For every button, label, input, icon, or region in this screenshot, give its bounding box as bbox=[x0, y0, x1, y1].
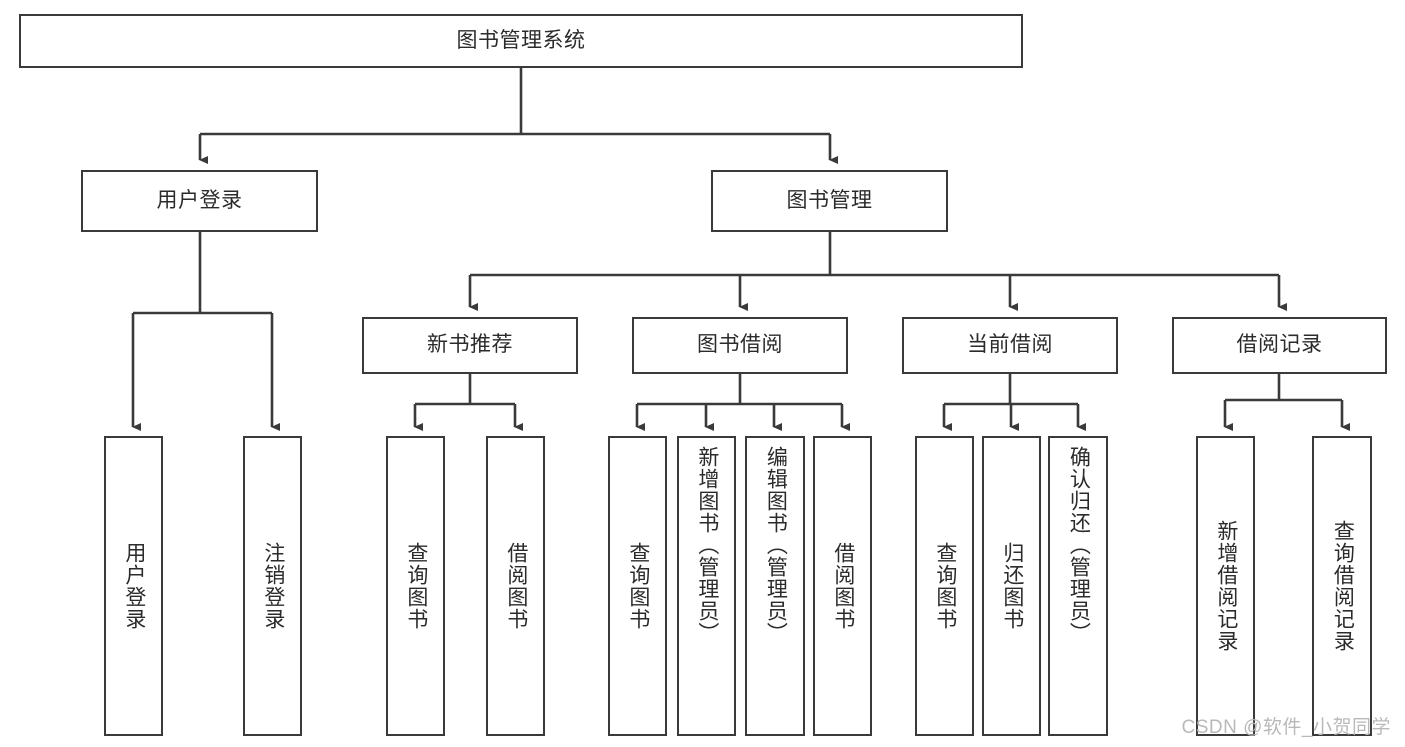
leaf-return-book[interactable]: 归还图书 bbox=[982, 436, 1041, 736]
leaf-query-book-borrow-label: 查询图书 bbox=[626, 542, 650, 630]
leaf-edit-book-admin-label: 编辑图书（管理员） bbox=[764, 446, 788, 644]
leaf-query-borrow-record[interactable]: 查询借阅记录 bbox=[1312, 436, 1372, 736]
leaf-query-book-new[interactable]: 查询图书 bbox=[386, 436, 445, 736]
leaf-return-book-label: 归还图书 bbox=[1000, 542, 1024, 630]
leaf-query-book-new-label: 查询图书 bbox=[404, 542, 428, 630]
node-new-book-recommend-label: 新书推荐 bbox=[427, 333, 513, 357]
node-user-login-label: 用户登录 bbox=[156, 188, 243, 212]
leaf-edit-book-admin[interactable]: 编辑图书（管理员） bbox=[745, 436, 805, 736]
leaf-user-login[interactable]: 用户登录 bbox=[104, 436, 163, 736]
node-book-borrow-label: 图书借阅 bbox=[697, 333, 783, 357]
leaf-borrow-book-new-label: 借阅图书 bbox=[504, 542, 528, 630]
node-current-borrow-label: 当前借阅 bbox=[967, 333, 1053, 357]
leaf-add-book-admin-label: 新增图书（管理员） bbox=[695, 446, 719, 644]
leaf-user-logout[interactable]: 注销登录 bbox=[243, 436, 302, 736]
leaf-borrow-book-new[interactable]: 借阅图书 bbox=[486, 436, 545, 736]
leaf-user-logout-label: 注销登录 bbox=[261, 542, 285, 630]
node-user-login[interactable]: 用户登录 bbox=[81, 170, 318, 232]
node-root-label: 图书管理系统 bbox=[456, 28, 586, 52]
node-book-borrow[interactable]: 图书借阅 bbox=[632, 317, 848, 374]
leaf-user-login-label: 用户登录 bbox=[122, 542, 146, 630]
node-root[interactable]: 图书管理系统 bbox=[19, 14, 1023, 68]
node-book-management-label: 图书管理 bbox=[786, 188, 873, 212]
leaf-query-book-borrow[interactable]: 查询图书 bbox=[608, 436, 667, 736]
leaf-query-book-current[interactable]: 查询图书 bbox=[915, 436, 974, 736]
leaf-borrow-book-borrow-label: 借阅图书 bbox=[831, 542, 855, 630]
node-borrow-record[interactable]: 借阅记录 bbox=[1172, 317, 1387, 374]
leaf-query-borrow-record-label: 查询借阅记录 bbox=[1331, 520, 1355, 652]
node-book-management[interactable]: 图书管理 bbox=[711, 170, 948, 232]
leaf-add-borrow-record-label: 新增借阅记录 bbox=[1214, 520, 1238, 652]
node-borrow-record-label: 借阅记录 bbox=[1236, 333, 1323, 357]
leaf-add-book-admin[interactable]: 新增图书（管理员） bbox=[677, 436, 736, 736]
csdn-watermark: CSDN @软件_小贺同学 bbox=[1181, 717, 1391, 738]
leaf-query-book-current-label: 查询图书 bbox=[933, 542, 957, 630]
leaf-borrow-book-borrow[interactable]: 借阅图书 bbox=[813, 436, 872, 736]
leaf-add-borrow-record[interactable]: 新增借阅记录 bbox=[1196, 436, 1255, 736]
leaf-confirm-return-admin-label: 确认归还（管理员） bbox=[1067, 446, 1091, 644]
node-new-book-recommend[interactable]: 新书推荐 bbox=[362, 317, 578, 374]
node-current-borrow[interactable]: 当前借阅 bbox=[902, 317, 1118, 374]
leaf-confirm-return-admin[interactable]: 确认归还（管理员） bbox=[1048, 436, 1108, 736]
